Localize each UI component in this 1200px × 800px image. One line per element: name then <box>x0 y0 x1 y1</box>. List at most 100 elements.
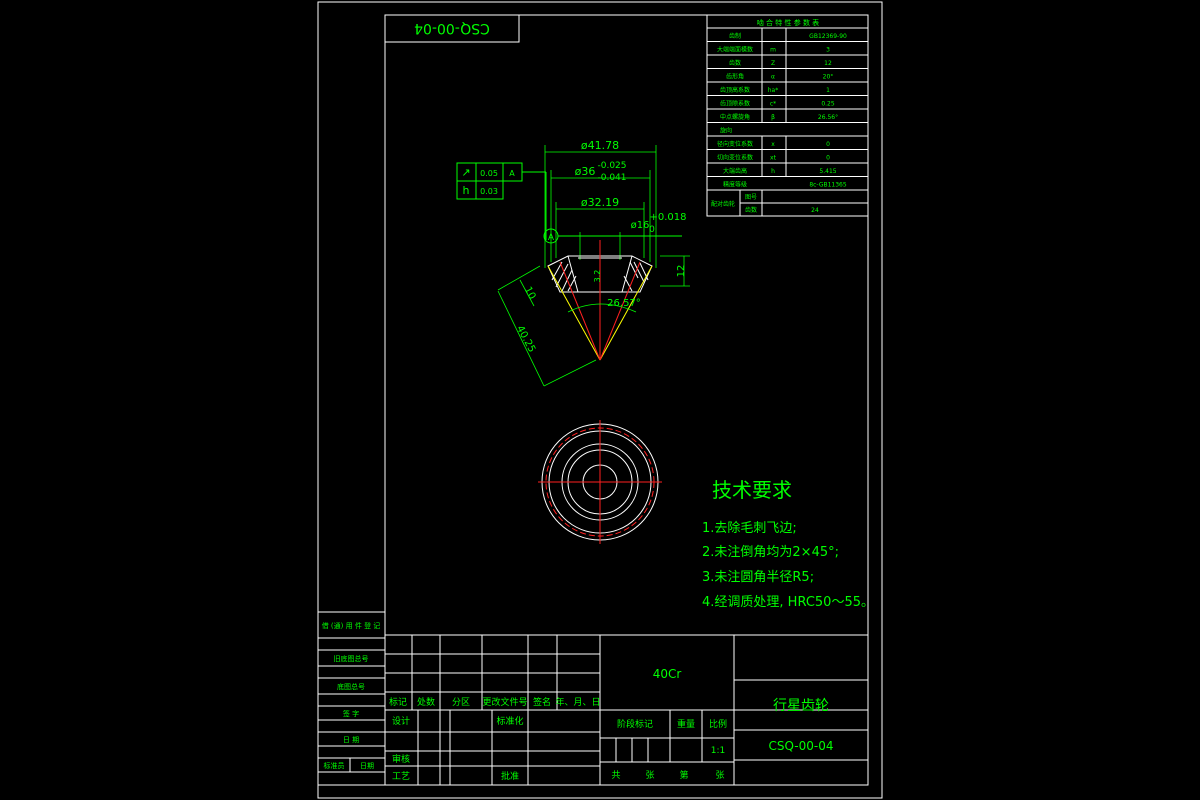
param-table: 啮 合 特 性 参 数 表 齿制 GB12369-90 大端端面模数 m 3 齿数 Z 12 齿… <box>706 14 869 217</box>
mating-drawing-no-label: 图号 <box>745 194 757 201</box>
param-value: 0 <box>826 155 830 162</box>
dim-d3: ø32.19 <box>581 196 619 209</box>
param-value: 12 <box>824 60 832 67</box>
tb-scale: 1:1 <box>711 746 725 756</box>
sheet-outer-border <box>317 1 883 799</box>
tb-header-date: 年、月、日 <box>555 696 600 708</box>
dim-d4-tol0: 0 <box>649 225 655 235</box>
dim-d1: ø41.78 <box>581 139 619 152</box>
param-name: 旋向 <box>720 127 732 135</box>
param-symbol: α <box>771 74 775 81</box>
side-item-3: 签 字 <box>343 709 359 718</box>
param-name: 切向变位系数 <box>717 154 753 162</box>
param-value: 1 <box>826 87 830 94</box>
datum-label: A <box>548 233 555 243</box>
part-name: 行星齿轮 <box>773 698 829 714</box>
param-name: 中点螺旋角 <box>720 113 750 121</box>
param-name: 齿制 <box>729 32 741 40</box>
mating-teeth-label: 齿数 <box>745 206 757 214</box>
tb-header-count: 处数 <box>417 696 435 708</box>
runout-symbol: ↗ <box>461 166 470 179</box>
sheet-inner-border <box>384 14 869 786</box>
flatness-symbol: h <box>463 184 470 197</box>
gear-top-view <box>538 420 662 544</box>
tech-req-item-2: 2.未注倒角均为2×45°; <box>702 545 839 560</box>
tb-process: 工艺 <box>392 771 410 782</box>
side-item-2: 底图总号 <box>337 682 365 691</box>
tech-req-item-4: 4.经调质处理, HRC50～55。 <box>702 595 874 610</box>
drawing-number-mirrored: CSQ-00-04 <box>414 20 490 36</box>
param-name: 径向变位系数 <box>717 140 753 148</box>
dim-d4-tol: +0.018 <box>649 212 686 223</box>
gear-section-view: ø41.78 ø36 -0.025 -0.041 ø32.19 ø16 +0.0… <box>497 139 690 387</box>
tolerance-frame: ↗ 0.05 A h 0.03 <box>456 162 547 240</box>
part-number: CSQ-00-04 <box>769 739 834 753</box>
side-item-5: 标准员 <box>324 761 345 770</box>
param-symbol: ha* <box>768 87 778 94</box>
flatness-value: 0.03 <box>480 187 498 196</box>
param-value: 3 <box>826 47 830 54</box>
dim-d2-upper: -0.025 <box>597 161 626 171</box>
tech-req-item-1: 1.去除毛刺飞边; <box>702 521 797 536</box>
tb-review: 审核 <box>392 753 410 765</box>
tb-design: 设计 <box>392 715 410 727</box>
tech-req-item-3: 3.未注圆角半径R5; <box>702 570 814 585</box>
runout-value: 0.05 <box>480 169 498 178</box>
mating-gear-label: 配对齿轮 <box>711 200 735 208</box>
mating-teeth-value: 24 <box>811 207 819 214</box>
param-name: 大端齿高 <box>723 167 747 175</box>
dim-h12: 12 <box>676 265 687 278</box>
param-value: 26.56° <box>818 114 838 121</box>
dim-d2-lower: -0.041 <box>597 173 626 183</box>
dim-d2: ø36 <box>575 165 596 178</box>
tb-header-sign: 签名 <box>533 696 551 708</box>
tb-header-mark: 标记 <box>389 696 407 708</box>
param-symbol: h <box>771 168 775 175</box>
tb-standard: 标准化 <box>496 715 523 727</box>
param-value: 5.415 <box>819 168 836 175</box>
param-name: 大端端面模数 <box>717 46 753 54</box>
param-name: 精度等级 <box>723 181 747 189</box>
tb-sheets-unit1: 张 <box>645 770 654 781</box>
param-table-title: 啮 合 特 性 参 数 表 <box>757 18 819 27</box>
tb-header-change: 更改文件号 <box>482 696 527 708</box>
tb-header-zone: 分区 <box>452 697 470 708</box>
param-symbol: Z <box>771 60 775 67</box>
tech-requirements: 技术要求 1.去除毛刺飞边; 2.未注倒角均为2×45°; 3.未注圆角半径R5… <box>702 478 874 610</box>
dim-angle: 26.57° <box>607 298 641 309</box>
runout-datum: A <box>509 169 515 178</box>
side-block: 借 (通) 用 件 登 记 旧底图总号 底图总号 签 字 日 期 标准员 日期 <box>317 611 386 786</box>
tb-sheets-unit2: 张 <box>715 770 724 781</box>
param-name: 齿顶隙系数 <box>720 100 750 108</box>
tech-req-title: 技术要求 <box>712 478 792 502</box>
tb-approve: 批准 <box>501 770 519 782</box>
tb-sheets-total: 共 <box>611 770 620 781</box>
side-item-4: 日 期 <box>343 736 359 744</box>
tb-weight-label: 重量 <box>677 718 695 730</box>
param-name: 齿顶高系数 <box>720 86 750 94</box>
tb-ratio-label: 比例 <box>709 718 727 730</box>
param-value: 0 <box>826 141 830 148</box>
param-symbol: x <box>771 141 775 148</box>
param-symbol: xt <box>770 155 777 162</box>
side-item-0: 借 (通) 用 件 登 记 <box>322 621 381 630</box>
side-item-1: 旧底图总号 <box>334 654 369 663</box>
param-value: 20° <box>823 74 834 81</box>
dim-h10: 10 <box>522 285 538 301</box>
param-symbol: c* <box>770 101 776 108</box>
param-name: 齿数 <box>729 59 741 67</box>
param-value: GB12369-90 <box>809 33 847 40</box>
drawing-number-box: CSQ-00-04 <box>384 14 520 43</box>
side-item-6: 日期 <box>360 762 374 770</box>
param-symbol: β <box>771 114 775 121</box>
param-name: 齿形角 <box>726 73 744 81</box>
tb-sheets-no: 第 <box>679 769 688 781</box>
param-symbol: m <box>770 47 776 54</box>
dim-len: 40.25 <box>514 324 537 354</box>
material: 40Cr <box>653 667 682 681</box>
dim-d4: ø16 <box>631 220 650 231</box>
param-value: 0.25 <box>821 101 835 108</box>
param-value: 8c-GB11365 <box>809 182 847 189</box>
title-block: 标记 处数 分区 更改文件号 签名 年、月、日 设计 标准化 审核 工艺 批准 … <box>384 634 869 786</box>
